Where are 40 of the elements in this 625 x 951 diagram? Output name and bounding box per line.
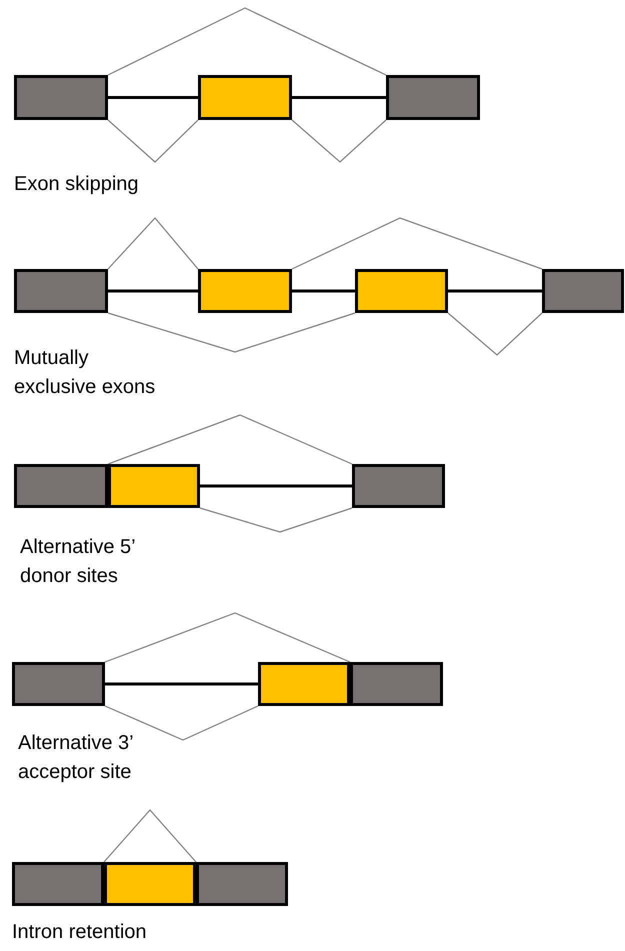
splice-line [292, 120, 386, 163]
splice-line [448, 312, 542, 356]
intron-line [108, 96, 198, 99]
constitutive-exon [352, 464, 445, 508]
alternative-exon [258, 662, 350, 706]
constitutive-exon [350, 662, 443, 706]
splice-line [292, 217, 542, 270]
intron-line [448, 290, 542, 292]
splice-line [108, 120, 198, 163]
alternative-exon [198, 269, 292, 313]
constitutive-exon [14, 75, 108, 120]
caption-text: Alternative 5’ donor sites [20, 535, 136, 589]
constitutive-exon [14, 269, 108, 313]
intron-line [292, 96, 386, 99]
splice-line [108, 312, 356, 353]
alternative-exon [108, 464, 200, 508]
intron-line [292, 290, 355, 292]
alternative-exon [104, 862, 196, 906]
constitutive-exon [542, 269, 624, 313]
constitutive-exon [14, 464, 108, 508]
caption-text: Alternative 3’ acceptor site [18, 731, 134, 785]
intron-line [200, 484, 352, 488]
caption-text: Mutually exclusive exons [14, 346, 156, 400]
constitutive-exon [12, 862, 104, 906]
splice-line [200, 507, 352, 533]
intron-line [108, 290, 198, 292]
splice-line [104, 809, 196, 862]
splice-line [108, 7, 386, 76]
splice-line [108, 217, 198, 270]
constitutive-exon [12, 662, 105, 706]
splice-line [108, 414, 352, 465]
splice-line [104, 705, 258, 741]
intron-line [105, 682, 258, 686]
constitutive-exon [386, 75, 480, 120]
alternative-exon [198, 75, 292, 120]
splice-line [104, 612, 350, 663]
caption-text: Exon skipping [14, 172, 140, 197]
constitutive-exon [196, 862, 288, 906]
alternative-exon [355, 269, 448, 313]
caption-text: Intron retention [12, 920, 148, 945]
